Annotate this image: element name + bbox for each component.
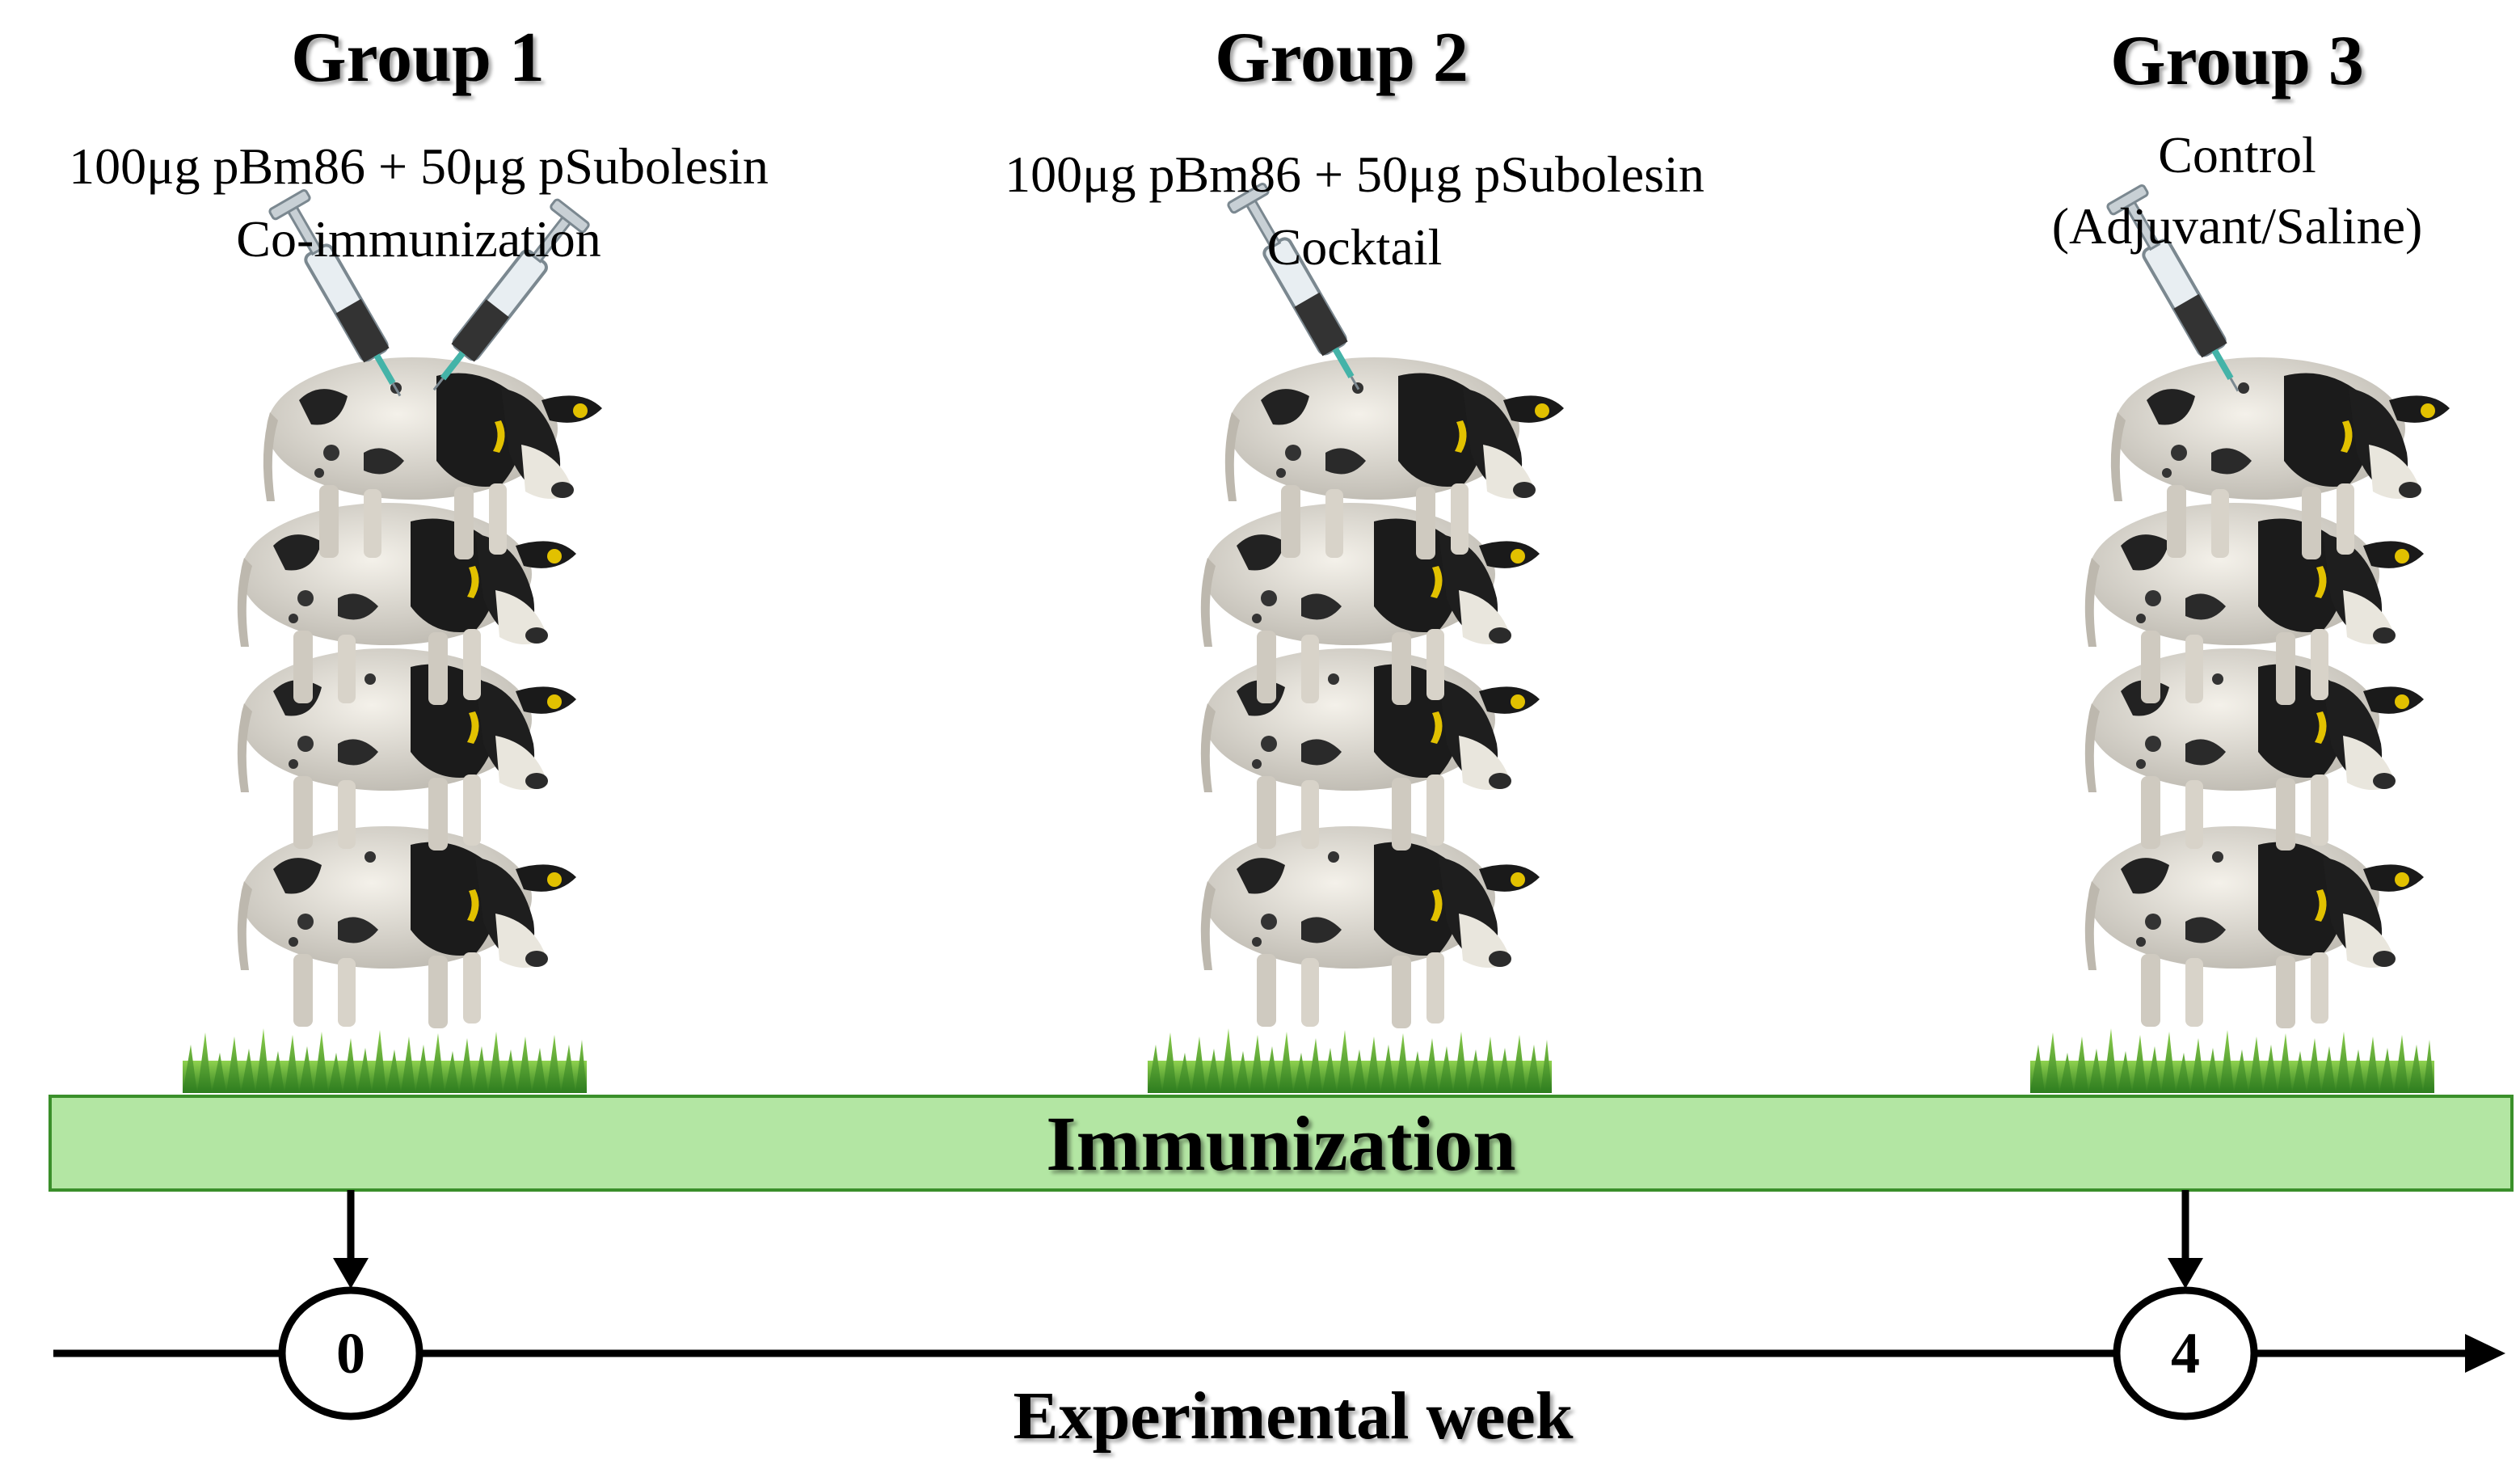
arrow-head-icon xyxy=(2465,1334,2505,1373)
cow-icon xyxy=(2084,648,2424,850)
week-4-marker xyxy=(2113,1286,2258,1420)
immunization-label: Immunization xyxy=(1046,1099,1516,1187)
group-2-title: Group 2 xyxy=(1215,19,1469,97)
week-0-arrow xyxy=(333,1190,369,1289)
herd-group-1 xyxy=(183,188,602,1093)
cow-icon xyxy=(1200,648,1540,850)
group-3-adjuvant: (Adjuvant/Saline) xyxy=(2051,197,2423,255)
cow-icon xyxy=(237,826,576,1028)
timeline-axis xyxy=(53,1334,2505,1373)
group-2-method: Cocktail xyxy=(1266,218,1443,276)
group-2-dose: 100μg pBm86 + 50μg pSubolesin xyxy=(1005,146,1705,203)
herd-group-3 xyxy=(2030,183,2450,1093)
herd-group-2 xyxy=(1148,181,1564,1093)
immunization-band xyxy=(48,1095,2514,1192)
cow-icon xyxy=(1200,826,1540,1028)
grass-icon xyxy=(2030,1028,2434,1093)
week-4-label: 4 xyxy=(2171,1321,2200,1386)
group-1-title: Group 1 xyxy=(291,19,545,97)
group-1-method: Co-immunization xyxy=(236,210,601,268)
group-3-title: Group 3 xyxy=(2110,22,2364,100)
grass-icon xyxy=(1148,1028,1552,1093)
group-1-dose: 100μg pBm86 + 50μg pSubolesin xyxy=(69,137,769,195)
axis-title: Experimental week xyxy=(1013,1378,1574,1454)
week-4-arrow xyxy=(2168,1190,2203,1289)
cow-icon xyxy=(2084,826,2424,1028)
cow-icon xyxy=(237,648,576,850)
week-0-marker xyxy=(278,1286,424,1420)
grass-icon xyxy=(183,1028,587,1093)
group-3-control: Control xyxy=(2158,126,2316,184)
week-0-label: 0 xyxy=(336,1321,365,1386)
